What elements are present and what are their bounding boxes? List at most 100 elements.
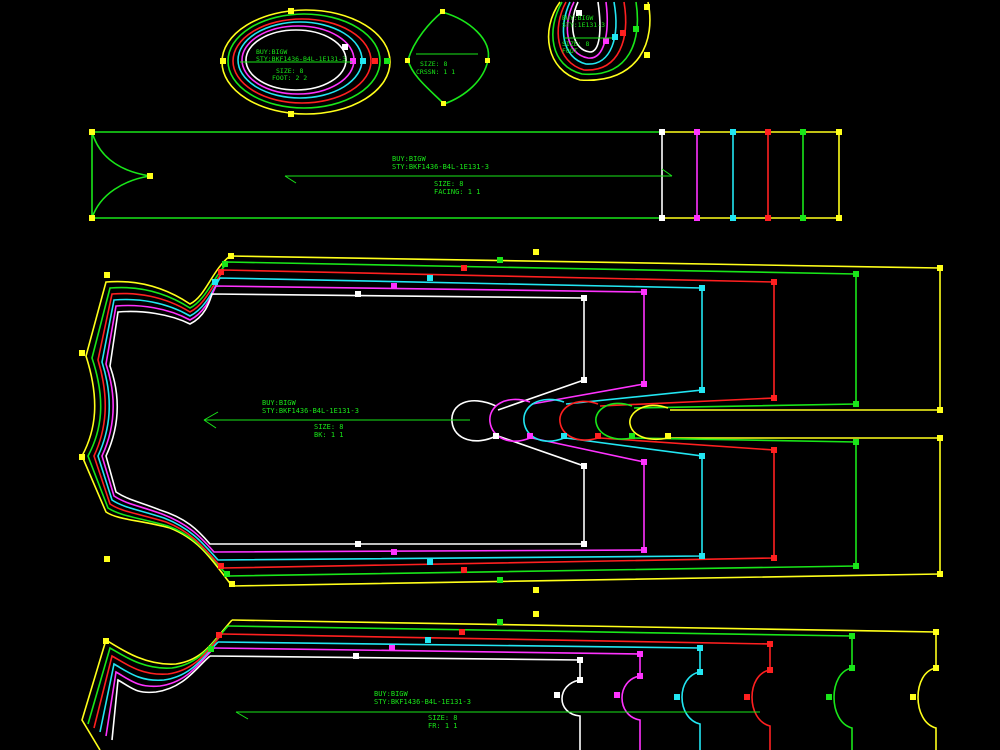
grade-point[interactable] [744, 694, 750, 700]
grade-point[interactable] [353, 653, 359, 659]
grade-point[interactable] [836, 215, 842, 221]
grade-point[interactable] [937, 265, 943, 271]
grade-point[interactable] [800, 215, 806, 221]
grade-point[interactable] [79, 350, 85, 356]
grade-point[interactable] [937, 407, 943, 413]
grade-point[interactable] [533, 611, 539, 617]
grade-point[interactable] [694, 215, 700, 221]
piece-body-back[interactable]: BUY:BIGW STY:BKF1436-B4L-1E131-3 SIZE: 8… [81, 611, 939, 750]
grade-point[interactable] [771, 395, 777, 401]
grade-point[interactable] [89, 215, 95, 221]
grade-point[interactable] [427, 559, 433, 565]
grade-point[interactable] [459, 629, 465, 635]
grade-point[interactable] [212, 279, 218, 285]
grade-point[interactable] [771, 447, 777, 453]
grade-point[interactable] [933, 665, 939, 671]
grade-point[interactable] [461, 567, 467, 573]
grade-point[interactable] [441, 101, 446, 106]
grade-point[interactable] [937, 435, 943, 441]
grade-point[interactable] [699, 453, 705, 459]
grade-point[interactable] [614, 692, 620, 698]
grade-point[interactable] [405, 58, 410, 63]
grade-point[interactable] [342, 44, 348, 50]
grade-point[interactable] [493, 433, 499, 439]
grade-point[interactable] [577, 657, 583, 663]
grade-point[interactable] [533, 587, 539, 593]
grade-point[interactable] [612, 34, 618, 40]
grade-point[interactable] [485, 58, 490, 63]
grade-point[interactable] [581, 541, 587, 547]
grade-point[interactable] [603, 38, 609, 44]
grade-point[interactable] [527, 433, 533, 439]
piece-body-front[interactable]: BUY:BIGW STY:BKF1436-B4L-1E131-3 SIZE: 8… [79, 249, 943, 593]
grade-point[interactable] [355, 291, 361, 297]
grade-point[interactable] [216, 632, 222, 638]
grade-point[interactable] [637, 651, 643, 657]
piece-diamond[interactable]: SIZE: 8 CRSSN: 1 1 [405, 9, 490, 106]
grade-point[interactable] [826, 694, 832, 700]
grade-point[interactable] [497, 577, 503, 583]
grade-point[interactable] [355, 541, 361, 547]
piece-collar-oval[interactable]: BUY:BIGW STY:BKF1436-B4L-1E131-3 SIZE: 8… [220, 8, 391, 117]
grade-point[interactable] [220, 58, 226, 64]
grade-point[interactable] [576, 10, 582, 16]
grade-point[interactable] [497, 257, 503, 263]
grade-point[interactable] [665, 433, 671, 439]
grade-point[interactable] [461, 265, 467, 271]
grade-point[interactable] [853, 271, 859, 277]
grade-point[interactable] [765, 129, 771, 135]
grade-point[interactable] [595, 433, 601, 439]
grade-point[interactable] [849, 665, 855, 671]
grade-point[interactable] [440, 9, 445, 14]
grade-point[interactable] [699, 285, 705, 291]
grade-point[interactable] [800, 129, 806, 135]
grade-point[interactable] [730, 129, 736, 135]
grade-point[interactable] [659, 129, 665, 135]
grade-point[interactable] [730, 215, 736, 221]
grade-point[interactable] [697, 669, 703, 675]
grade-point[interactable] [699, 387, 705, 393]
grade-point[interactable] [228, 253, 234, 259]
grade-point[interactable] [554, 692, 560, 698]
grade-point[interactable] [561, 433, 567, 439]
grade-point[interactable] [771, 555, 777, 561]
grade-point[interactable] [288, 111, 294, 117]
piece-waistband[interactable]: BUY:BIGW STY:BKF1436-B4L-1E131-3 SIZE: 8… [89, 129, 842, 221]
grade-point[interactable] [427, 275, 433, 281]
grade-point[interactable] [350, 58, 356, 64]
grade-point[interactable] [581, 295, 587, 301]
grade-point[interactable] [674, 694, 680, 700]
grade-point[interactable] [218, 563, 224, 569]
grade-point[interactable] [89, 129, 95, 135]
grade-point[interactable] [79, 454, 85, 460]
grade-point[interactable] [641, 459, 647, 465]
grade-point[interactable] [767, 641, 773, 647]
grade-point[interactable] [425, 637, 431, 643]
grade-point[interactable] [644, 52, 650, 58]
grade-point[interactable] [577, 677, 583, 683]
grade-point[interactable] [633, 26, 639, 32]
grade-point[interactable] [699, 553, 705, 559]
grade-point[interactable] [208, 646, 214, 652]
grade-point[interactable] [620, 30, 626, 36]
grade-point[interactable] [581, 377, 587, 383]
grade-point[interactable] [853, 401, 859, 407]
grade-point[interactable] [222, 261, 228, 267]
grade-point[interactable] [853, 563, 859, 569]
grade-point[interactable] [218, 269, 224, 275]
grade-point[interactable] [391, 549, 397, 555]
grade-point[interactable] [288, 8, 294, 14]
grade-point[interactable] [644, 4, 650, 10]
grade-point[interactable] [933, 629, 939, 635]
grade-point[interactable] [104, 272, 110, 278]
grade-point[interactable] [937, 571, 943, 577]
grade-point[interactable] [637, 673, 643, 679]
grade-point[interactable] [697, 645, 703, 651]
grade-point[interactable] [629, 433, 635, 439]
grade-point[interactable] [391, 283, 397, 289]
grade-point[interactable] [694, 129, 700, 135]
grade-point[interactable] [641, 289, 647, 295]
grade-point[interactable] [910, 694, 916, 700]
grade-point[interactable] [224, 571, 230, 577]
